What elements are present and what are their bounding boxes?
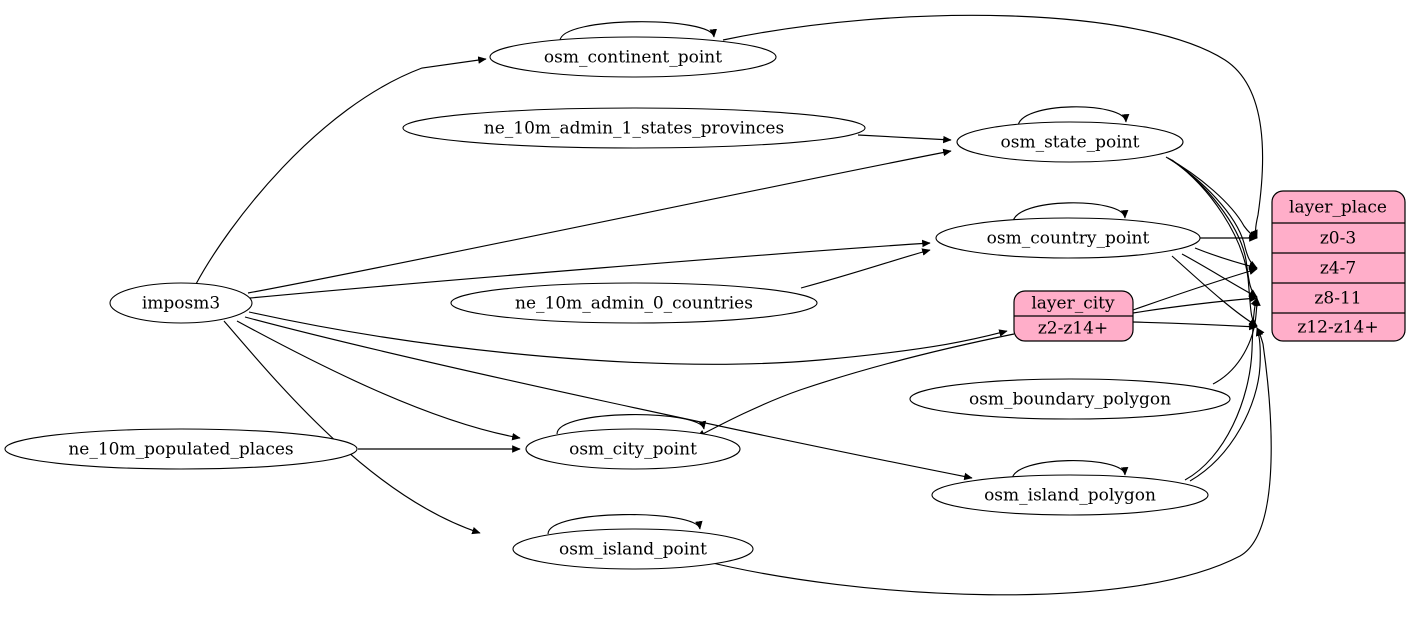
- edge-osm_state_point-to-layer_place-z4-7: [1167, 157, 1258, 269]
- layer_place-row-z12-z14-label[interactable]: z12-z14+: [1297, 318, 1378, 338]
- layer_place-row-z0-3-label[interactable]: z0-3: [1320, 229, 1356, 249]
- edge-osm_continent_point-self: [559, 21, 717, 42]
- layer_place-row-z8-11-label[interactable]: z8-11: [1314, 289, 1361, 309]
- edge-ne_10m_admin_0_countries-to-osm_country_point: [800, 248, 931, 289]
- edge-imposm3-to-osm_country_point: [249, 239, 931, 299]
- layer_place-box[interactable]: [1271, 190, 1406, 342]
- edge-imposm3-to-osm_city_point: [236, 320, 521, 441]
- ne_10m_admin_1_states_provinces-ellipse[interactable]: [402, 107, 866, 149]
- osm_state_point-ellipse[interactable]: [956, 121, 1184, 163]
- osm_state_point-label: osm_state_point: [1001, 133, 1140, 153]
- node-osm_island_polygon[interactable]: osm_island_polygon: [931, 474, 1209, 516]
- ne_10m_admin_0_countries-ellipse[interactable]: [450, 282, 818, 324]
- node-osm_country_point[interactable]: osm_country_point: [935, 217, 1201, 259]
- osm_boundary_polygon-ellipse[interactable]: [909, 378, 1231, 420]
- node-osm_city_point[interactable]: osm_city_point: [525, 428, 741, 470]
- edge-osm_continent_point-to-layer_place-z0-3: [722, 14, 1264, 239]
- ne_10m_populated_places-label: ne_10m_populated_places: [68, 440, 293, 460]
- nodes-layer: osm_continent_point ne_10m_admin_1_state…: [4, 36, 1231, 570]
- edge-layer_city-to-osm_city_point: [696, 333, 1015, 438]
- osm_island_point-ellipse[interactable]: [512, 528, 754, 570]
- node-osm_island_point[interactable]: osm_island_point: [512, 528, 754, 570]
- osm_city_point-label: osm_city_point: [569, 440, 697, 460]
- edge-layer_city-title-to-layer_place-z4-7: [1132, 267, 1258, 311]
- edge-osm_country_point-to-layer_place-z12-z14: [1171, 255, 1258, 327]
- node-imposm3[interactable]: imposm3: [109, 282, 253, 324]
- node-osm_state_point[interactable]: osm_state_point: [956, 121, 1184, 163]
- ne_10m_admin_1_states_provinces-label: ne_10m_admin_1_states_provinces: [484, 119, 784, 139]
- edge-ne_10m_admin_1_states_provinces-to-osm_state_point: [857, 134, 952, 144]
- node-ne_10m_admin_0_countries[interactable]: ne_10m_admin_0_countries: [450, 282, 818, 324]
- node-ne_10m_admin_1_states_provinces[interactable]: ne_10m_admin_1_states_provinces: [402, 107, 866, 149]
- node-layer_city[interactable]: layer_city z2-z14+: [1013, 290, 1134, 342]
- edge-imposm3-to-layer_city-z2-z14: [248, 311, 1008, 365]
- osm_continent_point-label: osm_continent_point: [544, 48, 722, 68]
- edge-osm_country_point-self: [1012, 202, 1129, 224]
- osm_island_polygon-label: osm_island_polygon: [984, 486, 1156, 506]
- node-ne_10m_populated_places[interactable]: ne_10m_populated_places: [4, 428, 358, 470]
- edge-osm_island_polygon-to-layer_place-z12-z14: [1189, 327, 1264, 482]
- edge-osm_city_point-self: [556, 414, 707, 435]
- edge-osm_island_polygon-to-layer_place-z8-11: [1184, 297, 1258, 481]
- edge-osm_island_point-self: [547, 514, 703, 535]
- edges-layer: [195, 14, 1272, 596]
- edge-layer_city-z2-z14-to-layer_place-z12-z14: [1132, 321, 1258, 331]
- layer_place-row-z4-7-label[interactable]: z4-7: [1320, 259, 1356, 279]
- osm_country_point-label: osm_country_point: [987, 229, 1150, 249]
- edge-osm_island_polygon-self: [1011, 460, 1129, 481]
- ne_10m_admin_0_countries-label: ne_10m_admin_0_countries: [515, 294, 753, 314]
- ne_10m_populated_places-ellipse[interactable]: [4, 428, 358, 470]
- record-nodes-layer: layer_place z0-3 z4-7 z8-11 z12-z14+ lay…: [1013, 190, 1406, 342]
- edge-osm_island_point-to-layer_place-z12-z14: [699, 327, 1272, 596]
- osm_boundary_polygon-label: osm_boundary_polygon: [969, 390, 1171, 410]
- osm_city_point-ellipse[interactable]: [525, 428, 741, 470]
- edge-osm_country_point-to-layer_place-z4-7: [1194, 247, 1258, 270]
- layer_city-title-label: layer_city: [1031, 294, 1115, 314]
- osm_island_polygon-ellipse[interactable]: [931, 474, 1209, 516]
- osm_island_point-label: osm_island_point: [559, 540, 707, 560]
- edge-imposm3-to-osm_continent_point: [195, 56, 487, 285]
- edge-osm_country_point-to-layer_place-z8-11: [1181, 253, 1258, 298]
- node-osm_continent_point[interactable]: osm_continent_point: [489, 36, 777, 78]
- imposm3-ellipse[interactable]: [109, 282, 253, 324]
- edge-imposm3-to-osm_state_point: [247, 148, 952, 294]
- imposm3-label: imposm3: [142, 294, 220, 314]
- layer_city-row-z2-z14-label[interactable]: z2-z14+: [1038, 319, 1108, 339]
- edge-osm_state_point-self: [1017, 106, 1130, 128]
- node-osm_boundary_polygon[interactable]: osm_boundary_polygon: [909, 378, 1231, 420]
- edge-imposm3-to-osm_island_polygon: [244, 316, 973, 481]
- edge-imposm3-to-osm_island_point: [223, 320, 481, 535]
- osm_continent_point-ellipse[interactable]: [489, 36, 777, 78]
- node-layer_place[interactable]: layer_place z0-3 z4-7 z8-11 z12-z14+: [1271, 190, 1406, 342]
- osm_country_point-ellipse[interactable]: [935, 217, 1201, 259]
- edge-osm_state_point-to-layer_place-z12-z14: [1171, 159, 1258, 327]
- edge-layer_city-title-to-layer_place-z8-11: [1132, 294, 1258, 314]
- layer_place-title-label: layer_place: [1289, 198, 1387, 218]
